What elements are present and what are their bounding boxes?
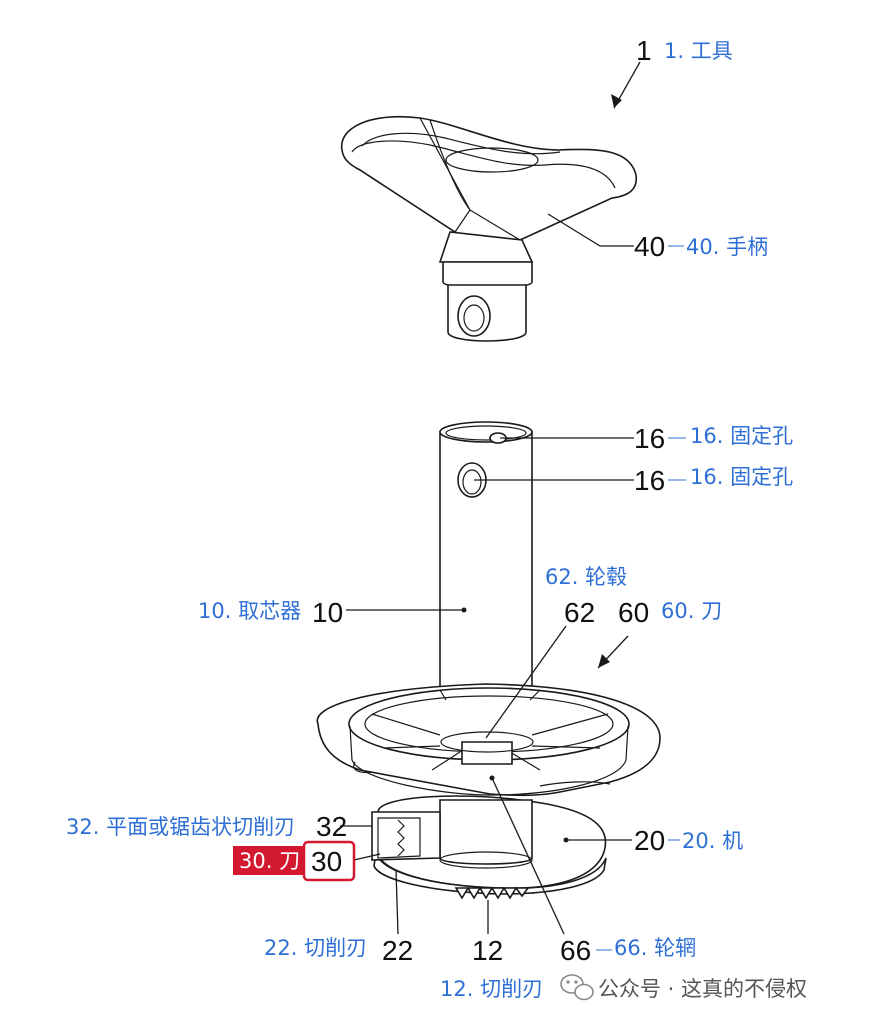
arrow-1 [611,61,641,109]
handle-40 [340,116,637,342]
ref-1: 1 [636,35,652,66]
ref-40: 40 [634,231,665,262]
label-20: 20. 机 [682,829,743,853]
highlight-30-label-bg [233,846,303,875]
label-12: 12. 切削刃 [440,977,543,1001]
label-40: 40. 手柄 [686,235,768,259]
label-32: 32. 平面或锯齿状切削刃 [66,815,295,839]
ref-12: 12 [472,935,503,966]
corer-tube-10 [439,421,533,741]
label-30: 30. 刀 [239,849,300,873]
label-22: 22. 切削刃 [264,936,367,960]
label-60: 60. 刀 [661,599,722,623]
ref-10: 10 [312,597,343,628]
watermark: 公众号 · 这真的不侵权 [560,974,807,1001]
ref-16b: 16 [634,465,665,496]
ref-32: 32 [316,811,347,842]
ref-20: 20 [634,825,665,856]
knife-60 [316,683,661,797]
reference-numerals: 1 40 16 16 10 62 60 32 20 22 12 66 [312,35,665,966]
ref-60: 60 [618,597,649,628]
label-1: 1. 工具 [664,39,733,63]
label-16b: 16. 固定孔 [690,465,793,489]
label-16a: 16. 固定孔 [690,424,793,448]
highlight-30: 30. 刀 30 [233,840,356,882]
wechat-icon [560,974,594,1001]
leader-lines [340,213,686,951]
arrow-60 [597,635,629,669]
ref-62: 62 [564,597,595,628]
machine-20 [371,795,607,900]
ref-30: 30 [311,846,342,877]
label-10: 10. 取芯器 [198,599,301,623]
translation-labels: 1. 工具 40. 手柄 16. 固定孔 16. 固定孔 62. 轮毂 10. … [66,39,793,1001]
label-66: 66. 轮辋 [614,936,696,960]
watermark-text: 公众号 · 这真的不侵权 [598,977,807,1001]
highlight-30-box [302,840,356,882]
ref-16a: 16 [634,423,665,454]
ref-22: 22 [382,935,413,966]
ref-66: 66 [560,935,591,966]
label-62: 62. 轮毂 [545,565,627,589]
